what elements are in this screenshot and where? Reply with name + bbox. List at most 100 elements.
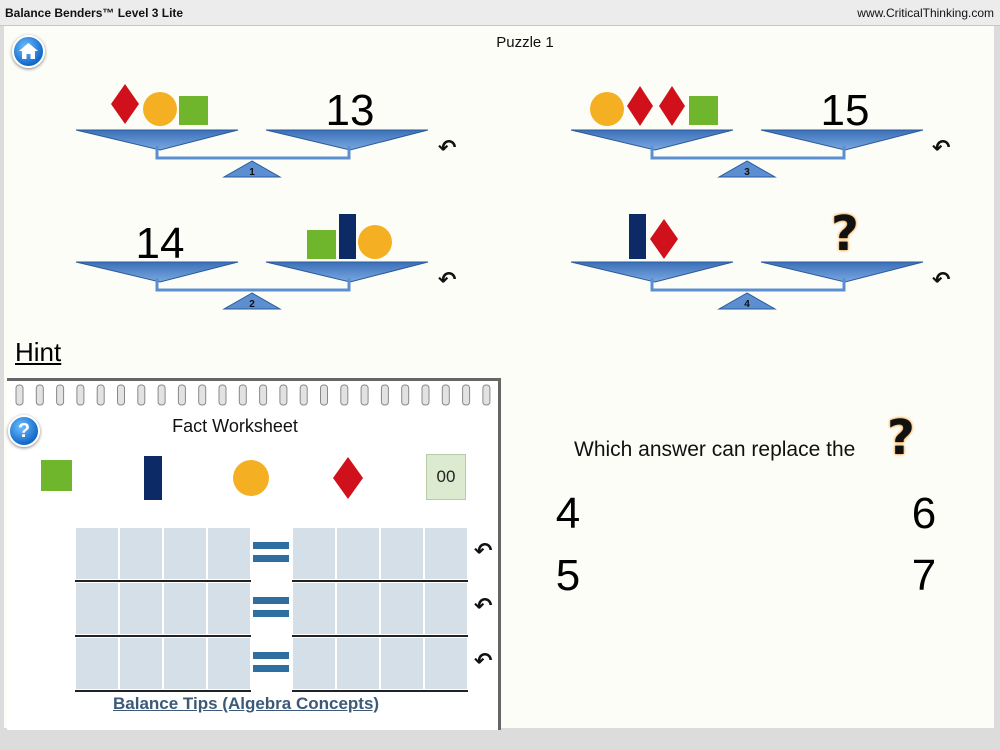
worksheet-cell[interactable]	[336, 527, 380, 580]
worksheet-row-1-undo-button[interactable]: ↶	[474, 539, 493, 564]
worksheet-cell[interactable]	[380, 582, 424, 635]
hint-link[interactable]: Hint	[15, 337, 62, 367]
balance-4-fulcrum	[717, 292, 777, 310]
worksheet-row-3-undo-button[interactable]: ↶	[474, 649, 493, 674]
notebook-ring	[441, 384, 450, 406]
worksheet-shape-palette	[41, 456, 363, 500]
balance-2-undo-button[interactable]: ↶	[438, 268, 457, 293]
balance-1-circle-shape	[143, 92, 177, 126]
notebook-ring	[279, 384, 288, 406]
worksheet-cell[interactable]	[163, 582, 207, 635]
balance-1-label: 1	[249, 167, 255, 178]
worksheet-title: Fact Worksheet	[172, 416, 298, 436]
worksheet-cell[interactable]	[207, 582, 251, 635]
worksheet-cell[interactable]	[207, 637, 251, 690]
worksheet-cell[interactable]	[163, 637, 207, 690]
worksheet-row-line	[292, 690, 468, 692]
palette-diamond-shape[interactable]	[333, 457, 363, 499]
balance-3-diamond-shape-2	[659, 86, 685, 126]
worksheet-cell[interactable]	[380, 527, 424, 580]
worksheet-cell[interactable]	[75, 582, 119, 635]
balance-1-undo-button[interactable]: ↶	[438, 136, 457, 161]
palette-square-shape[interactable]	[41, 460, 72, 491]
notebook-ring	[96, 384, 105, 406]
balance-3-square-shape	[689, 96, 718, 125]
answer-option-4[interactable]: 4	[555, 489, 581, 538]
balance-1-beam	[155, 146, 351, 160]
worksheet-cell[interactable]	[163, 527, 207, 580]
notebook-ring	[259, 384, 268, 406]
worksheet-help-button[interactable]: ?	[8, 415, 40, 447]
worksheet-row-2-undo-button[interactable]: ↶	[474, 594, 493, 619]
notebook-ring	[360, 384, 369, 406]
equals-sign	[253, 597, 289, 604]
notebook-rings	[15, 384, 491, 406]
balance-1-fulcrum	[222, 160, 282, 178]
balance-3-undo-button[interactable]: ↶	[932, 136, 951, 161]
notebook-ring	[137, 384, 146, 406]
worksheet-row-line	[75, 690, 251, 692]
notebook-ring	[340, 384, 349, 406]
balance-3-circle-shape	[590, 92, 624, 126]
question-prompt: Which answer can replace the	[574, 438, 856, 461]
notebook-ring	[482, 384, 491, 406]
balance-4-right-pan	[760, 261, 924, 283]
notebook-ring	[462, 384, 471, 406]
balance-1-left-pan	[75, 129, 239, 151]
worksheet-row-line	[292, 635, 468, 637]
balance-4-question-mark: ?	[831, 206, 859, 262]
app-title: Balance Benders™ Level 3 Lite	[5, 6, 184, 20]
balance-4-bar-shape	[629, 214, 646, 259]
equals-sign	[253, 542, 289, 549]
worksheet-counter[interactable]: 00	[426, 454, 466, 500]
palette-circle-shape[interactable]	[233, 460, 269, 496]
balance-2-circle-shape	[358, 225, 392, 259]
worksheet-cell[interactable]	[292, 527, 336, 580]
worksheet-cell[interactable]	[75, 527, 119, 580]
balance-3-label: 3	[744, 167, 750, 178]
worksheet-cell[interactable]	[119, 527, 163, 580]
worksheet-cell[interactable]	[424, 527, 468, 580]
worksheet-cell[interactable]	[119, 582, 163, 635]
home-button[interactable]	[12, 35, 45, 68]
balances-area: 1 3 2 4	[75, 84, 924, 310]
worksheet-cell[interactable]	[119, 637, 163, 690]
balance-1-diamond-shape	[111, 84, 139, 124]
notebook-ring	[157, 384, 166, 406]
equals-sign	[253, 665, 289, 672]
worksheet-cell[interactable]	[424, 582, 468, 635]
equals-sign	[253, 610, 289, 617]
palette-bar-shape[interactable]	[144, 456, 162, 500]
worksheet-cell[interactable]	[380, 637, 424, 690]
answer-option-6[interactable]: 6	[911, 489, 937, 538]
balance-2-label: 2	[249, 299, 255, 310]
balance-3-right-value: 15	[820, 86, 870, 135]
worksheet-cell[interactable]	[292, 637, 336, 690]
balance-tips-link[interactable]: Balance Tips (Algebra Concepts)	[113, 694, 380, 713]
worksheet-cell[interactable]	[75, 637, 119, 690]
worksheet-cell[interactable]	[336, 637, 380, 690]
question-mark-icon: ?	[887, 410, 915, 466]
balance-2-left-pan	[75, 261, 239, 283]
worksheet-cell[interactable]	[424, 637, 468, 690]
answer-option-5[interactable]: 5	[555, 551, 581, 600]
balance-3	[570, 86, 924, 178]
worksheet-cell[interactable]	[292, 582, 336, 635]
notebook-ring	[421, 384, 430, 406]
notebook-ring	[218, 384, 227, 406]
balance-4	[570, 214, 924, 310]
balance-2	[75, 214, 429, 310]
title-bar: Balance Benders™ Level 3 Lite www.Critic…	[0, 0, 1000, 26]
notebook-ring	[238, 384, 247, 406]
equals-sign	[253, 652, 289, 659]
worksheet-cell[interactable]	[336, 582, 380, 635]
answer-option-7[interactable]: 7	[911, 551, 937, 600]
notebook-ring	[177, 384, 186, 406]
equals-sign	[253, 555, 289, 562]
site-url: www.CriticalThinking.com	[857, 6, 994, 20]
worksheet-cell[interactable]	[207, 527, 251, 580]
notebook-ring	[35, 384, 44, 406]
balance-3-left-pan	[570, 129, 734, 151]
notebook-ring	[401, 384, 410, 406]
balance-4-undo-button[interactable]: ↶	[932, 268, 951, 293]
